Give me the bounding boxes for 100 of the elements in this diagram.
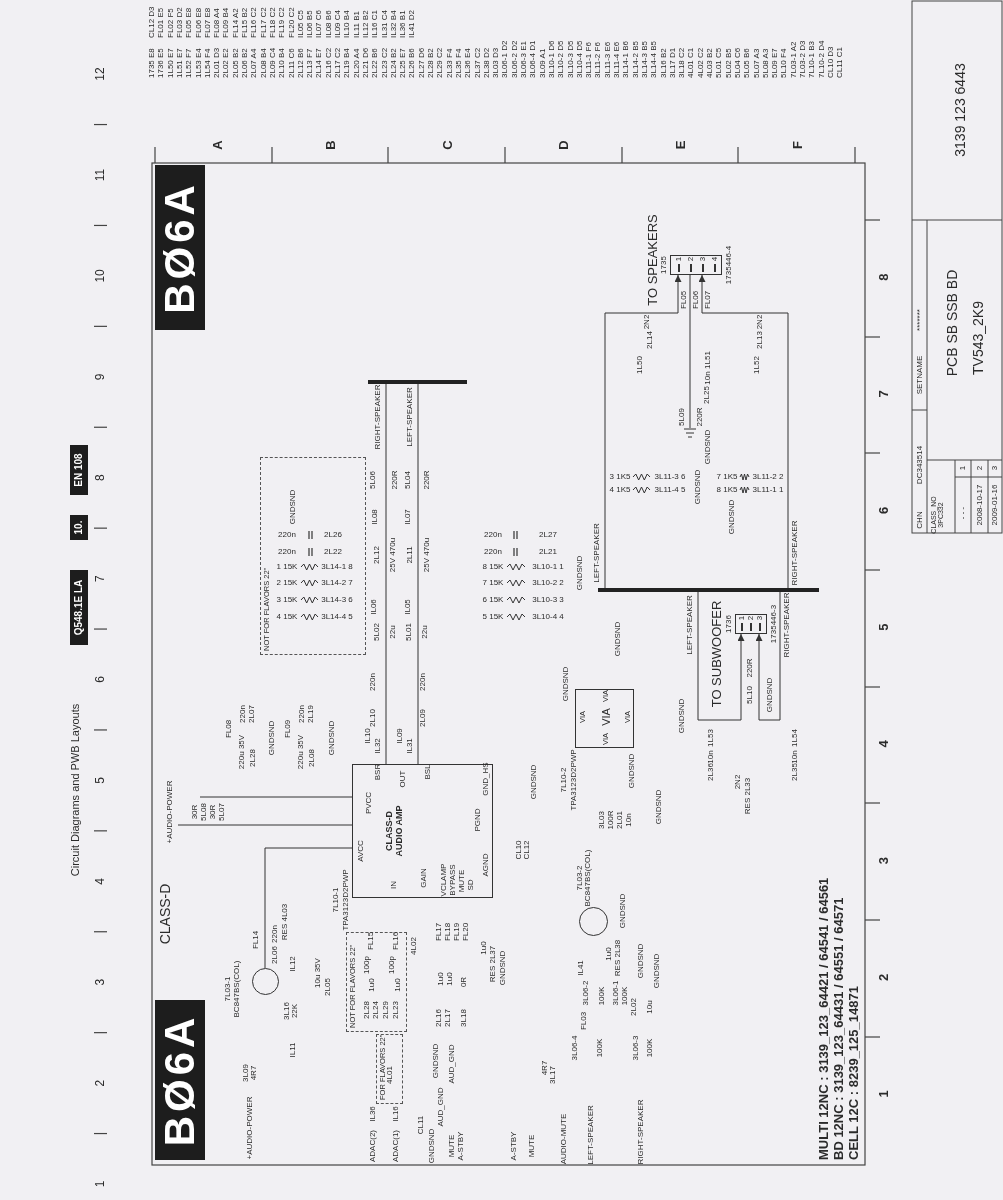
code-number-line: MULTI 12NC : 3139_123_64421 / 64541 / 64561 — [816, 877, 830, 1160]
component-label: A-STBY — [510, 1131, 518, 1161]
component-label: 2L06 — [271, 946, 279, 964]
reference-entry: 4L02 C2 — [696, 47, 705, 78]
dashed-region — [260, 457, 366, 655]
reference-entry: 1L51 E7 — [175, 48, 184, 78]
title-block-text: TV543_2K9 — [971, 301, 985, 375]
connector-caption: TO SPEAKERS — [645, 214, 659, 306]
reference-entry: 3L11-3 E6 — [603, 41, 612, 78]
reference-entry: FL17 C2 — [259, 7, 268, 38]
reference-entry: 2L37 C2 — [473, 47, 482, 78]
reference-entry: 2L17 C2 — [334, 47, 342, 78]
component-label: 1u0 — [446, 972, 454, 986]
reference-entry: 3L06-2 D2 — [510, 40, 519, 78]
grid-letter: C — [440, 140, 454, 150]
header-text: EN 108 — [74, 453, 84, 487]
grid-number: 4 — [94, 877, 106, 885]
component-label: 1u0 — [480, 941, 488, 955]
reference-entry: 2L06 B2 — [241, 48, 249, 78]
component-label: 100K — [596, 1038, 604, 1058]
reference-entry: 7L03-2 D3 — [799, 40, 807, 78]
component-label: 2L29 — [382, 1001, 390, 1019]
reference-entry: 4L03 B2 — [706, 48, 714, 78]
part-number: TPA3123D2PWP — [342, 869, 350, 931]
component-label: 5 15K — [482, 613, 504, 621]
component-label: 5L07 — [218, 803, 226, 821]
reference-entry: 2L35 F4 — [454, 48, 463, 78]
component-label: 2L19 — [307, 705, 315, 723]
reference-entry: IL06 B5 — [306, 10, 315, 38]
reference-entry: 2L11 C6 — [287, 48, 296, 78]
title-block-text: PCB SB SSB BD — [945, 269, 959, 377]
connector-caption: TO SUBWOOFER — [709, 600, 723, 708]
component-label: FL17 — [435, 922, 443, 942]
component-label: RES 4L03 — [281, 903, 289, 941]
component-label: 2L35 — [791, 763, 799, 781]
reference-entry: FL07 E8 — [203, 7, 212, 38]
component-label: 3L10-4 4 — [532, 613, 564, 621]
component-label: 10u — [646, 1000, 654, 1014]
component-label: CL10 — [515, 840, 523, 860]
reference-entry: 2L12 B6 — [296, 48, 305, 78]
component-label: 30R — [209, 804, 217, 820]
component-label: IL07 — [404, 509, 412, 525]
component-label: 7 15K — [482, 579, 504, 587]
component-label: GNDSND — [694, 469, 702, 505]
bus-bar — [368, 380, 467, 384]
pin-number: 1 — [675, 256, 683, 262]
component-label: FL15 — [367, 931, 375, 951]
part-number: 1735446-4 — [725, 245, 733, 285]
part-label: 7L03-1 — [224, 976, 232, 1002]
component-label: 2L22 — [324, 548, 342, 556]
reference-entry: 2L16 C2 — [324, 47, 333, 78]
code-number-line: CELL 12C : 8239_125_14871 — [846, 986, 860, 1160]
component-label: 2L28 — [249, 749, 257, 767]
reference-entry: CL12 D3 — [148, 6, 156, 38]
reference-entry: IL09 C4 — [334, 9, 342, 38]
reference-entry: 1L50 E7 — [166, 48, 175, 78]
reference-entry: 2L09 C4 — [268, 47, 277, 78]
component-label: IL31 — [406, 738, 414, 754]
reference-entry: 2L33 F4 — [445, 48, 454, 78]
chip-block — [575, 689, 634, 748]
component-label: GNDSND — [678, 698, 686, 734]
component-label: 220R — [423, 470, 431, 490]
component-label: 25V 470u — [389, 537, 397, 573]
component-label: LEFT-SPEAKER — [593, 523, 601, 583]
reference-entry: 7L10-1 B3 — [808, 41, 817, 78]
part-number: 1735446-3 — [770, 604, 778, 644]
pin-name: PVCC — [365, 791, 373, 815]
component-label: 2N2 — [756, 314, 764, 330]
component-label: 2L27 — [539, 531, 557, 539]
component-label: 2L11 — [406, 546, 414, 564]
component-label: 220R — [696, 407, 704, 427]
code-number-line: BD 12NC : 3139_123_64431 / 64551 / 64571 — [831, 897, 845, 1160]
component-label: CL12 — [523, 840, 531, 860]
component-label: 220u 35V — [238, 734, 246, 770]
component-label: 3L16 — [283, 1002, 291, 1020]
arrow — [697, 591, 745, 721]
pin-name: SD — [467, 879, 475, 891]
grid-number: 4 — [876, 740, 890, 748]
reference-entry: IL31 C4 — [380, 9, 389, 38]
part-label: 7L03-2 — [576, 865, 584, 891]
component-label: 3L06-3 — [632, 1035, 640, 1061]
reference-entry: 1L54 F4 — [203, 48, 212, 78]
component-label: FL19 — [453, 922, 461, 942]
reference-entry: IL12 B2 — [361, 10, 370, 38]
component-label: 5L01 — [405, 623, 413, 641]
component-label: FL09 — [284, 719, 292, 739]
amplifier-chip — [352, 764, 493, 898]
reference-entry: 3L10-4 D5 — [575, 40, 584, 78]
reference-entry: 3L10-2 D5 — [557, 40, 566, 78]
reference-entry: FL18 C2 — [268, 7, 277, 38]
grid-number: 2 — [876, 973, 890, 981]
part-number: BC847BS(COL) — [584, 849, 592, 907]
component-label: 2L01 — [616, 811, 624, 829]
component-label: 8 15K — [482, 563, 504, 571]
component-label: RES 2L33 — [744, 777, 752, 815]
component-label: 2L12 — [373, 546, 381, 564]
component-label: IL36 — [369, 1106, 377, 1122]
pin-name: AGND — [482, 853, 490, 877]
chip-label: VIA — [600, 708, 612, 726]
component-label: 3L14-4 5 — [321, 613, 353, 621]
